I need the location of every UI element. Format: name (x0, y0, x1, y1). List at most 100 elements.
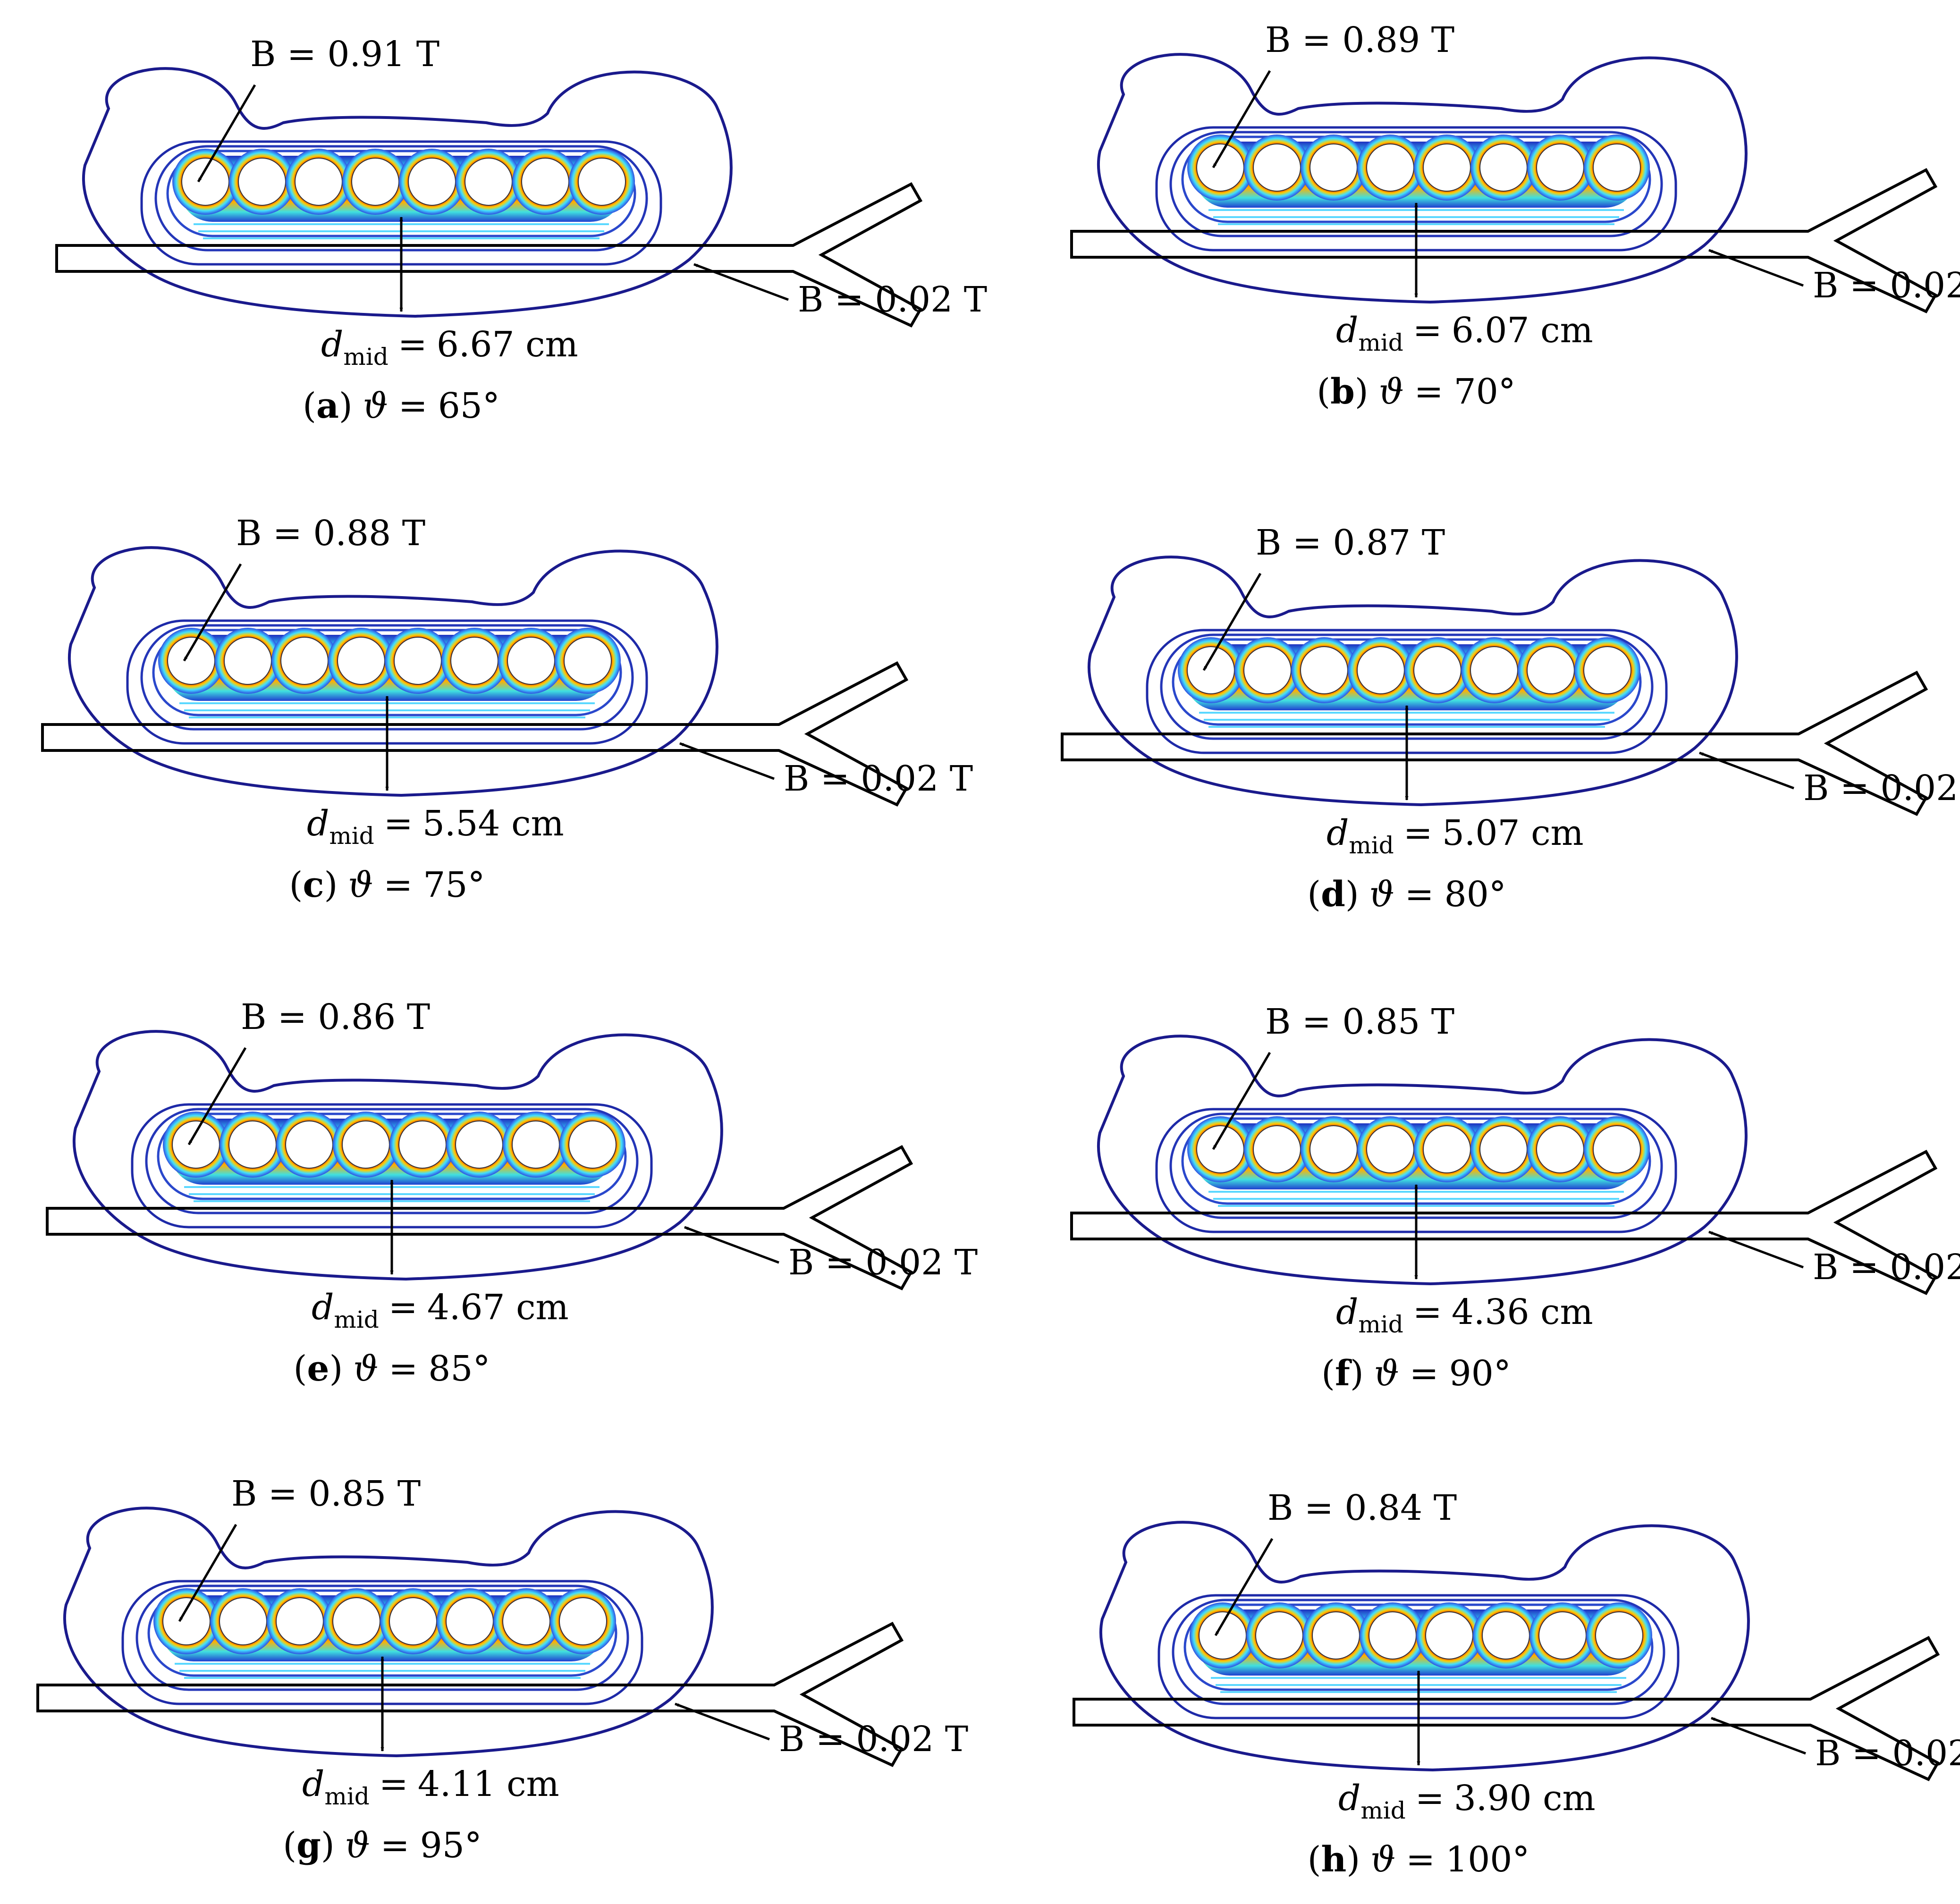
coil-outline (1070, 168, 1938, 313)
conductor (228, 1120, 277, 1169)
outer-contour-line (1097, 1035, 1748, 1286)
b-min-label: B = 0.02 T (1813, 1247, 1960, 1288)
conductor (1199, 1611, 1247, 1660)
b-max-label: B = 0.86 T (241, 997, 430, 1037)
conductor (1538, 1611, 1587, 1660)
conductor (1357, 646, 1405, 694)
conductor (507, 637, 555, 685)
conductor (1527, 646, 1575, 694)
b-min-leader (1711, 1717, 1806, 1755)
conductor (1536, 143, 1584, 192)
conductor (1536, 1125, 1584, 1173)
panel-g: B = 0.85 T B = 0.02 T dmid=4.11 cm (g)ϑ=… (36, 1474, 968, 1866)
panel-caption: (d)ϑ=80° (1307, 874, 1506, 915)
conductor-row (163, 1112, 625, 1178)
conductor (1196, 143, 1244, 192)
d-mid-label: dmid=6.07 cm (1336, 310, 1593, 356)
b-max-label: B = 0.85 T (1265, 1002, 1454, 1042)
outer-contour-line (1087, 556, 1738, 807)
b-max-label: B = 0.84 T (1267, 1488, 1457, 1528)
outer-contour-line (1099, 1521, 1750, 1772)
panel-grid: B = 0.91 T B = 0.02 T dmid=6.67 cm (a)ϑ=… (36, 20, 1960, 1880)
conductor (564, 637, 612, 685)
conductor (1366, 1125, 1414, 1173)
conductor (450, 637, 498, 685)
b-max-leader (187, 1047, 247, 1146)
panel-f: B = 0.85 T B = 0.02 T dmid=4.36 cm (f)ϑ=… (1070, 1002, 1960, 1394)
conductor (1583, 646, 1631, 694)
b-max-label: B = 0.89 T (1265, 20, 1454, 60)
outer-contour-line (82, 67, 733, 318)
b-min-label: B = 0.02 T (1815, 1733, 1960, 1774)
conductor (1425, 1611, 1473, 1660)
b-min-leader (679, 742, 775, 780)
conductor (1366, 143, 1414, 192)
conductor (1196, 1125, 1244, 1173)
panel-d: B = 0.87 T B = 0.02 T dmid=5.07 cm (d)ϑ=… (1061, 522, 1960, 915)
conductor (578, 158, 626, 206)
conductor-row (153, 1588, 616, 1654)
b-max-label: B = 0.87 T (1256, 522, 1445, 563)
conductor (342, 1120, 390, 1169)
b-min-leader (1708, 1230, 1804, 1269)
conductor (285, 1120, 333, 1169)
conductor (224, 637, 272, 685)
d-mid-label: dmid=4.67 cm (312, 1287, 569, 1333)
panel-caption: (g)ϑ=95° (283, 1825, 482, 1866)
b-min-leader (684, 1226, 779, 1264)
conductor (1423, 1125, 1471, 1173)
panel-caption: (a)ϑ=65° (303, 386, 500, 426)
conductor (1187, 646, 1235, 694)
b-min-label: B = 0.02 T (1803, 768, 1960, 809)
conductor (465, 158, 513, 206)
b-min-leader (675, 1702, 770, 1741)
conductor (238, 158, 286, 206)
conductor (446, 1597, 494, 1645)
coil-outline (1073, 1636, 1940, 1781)
conductor (1593, 1125, 1641, 1173)
coil-outline (36, 1622, 904, 1767)
outer-contour-line (1097, 53, 1748, 304)
b-max-leader (1202, 573, 1262, 671)
conductor (1309, 1125, 1358, 1173)
coil-outline (1061, 671, 1928, 816)
conductor (332, 1597, 380, 1645)
conductor (276, 1597, 324, 1645)
b-min-label: B = 0.02 T (1813, 265, 1960, 306)
panel-caption: (f)ϑ=90° (1321, 1353, 1511, 1394)
conductor (1300, 646, 1348, 694)
conductor (280, 637, 329, 685)
conductor (181, 158, 229, 206)
conductor (1369, 1611, 1417, 1660)
b-max-label: B = 0.91 T (250, 34, 439, 75)
conductor (1312, 1611, 1360, 1660)
b-min-label: B = 0.02 T (779, 1719, 968, 1760)
conductor (1413, 646, 1462, 694)
conductor (351, 158, 399, 206)
panel-e: B = 0.86 T B = 0.02 T dmid=4.67 cm (e)ϑ=… (46, 997, 978, 1389)
conductor (398, 1120, 447, 1169)
conductor (1253, 1125, 1301, 1173)
conductor (389, 1597, 437, 1645)
outer-contour-line (72, 1030, 723, 1281)
panel-caption: (h)ϑ=100° (1308, 1839, 1530, 1880)
conductor (512, 1120, 560, 1169)
b-max-leader (183, 563, 242, 662)
d-mid-label: dmid=5.07 cm (1326, 813, 1584, 859)
panel-h: B = 0.84 T B = 0.02 T dmid=3.90 cm (h)ϑ=… (1073, 1488, 1960, 1880)
conductor (502, 1597, 550, 1645)
panel-b: B = 0.89 T B = 0.02 T dmid=6.07 cm (b)ϑ=… (1070, 20, 1960, 412)
conductor (455, 1120, 503, 1169)
b-max-leader (178, 1524, 237, 1622)
conductor (295, 158, 343, 206)
conductor (559, 1597, 607, 1645)
coil-outline (46, 1145, 913, 1290)
conductor (1255, 1611, 1303, 1660)
conductor (394, 637, 442, 685)
conductor (1470, 646, 1518, 694)
conductor (1593, 143, 1641, 192)
b-max-label: B = 0.88 T (236, 513, 425, 554)
outer-contour-line (63, 1507, 714, 1758)
b-max-label: B = 0.85 T (231, 1474, 421, 1514)
